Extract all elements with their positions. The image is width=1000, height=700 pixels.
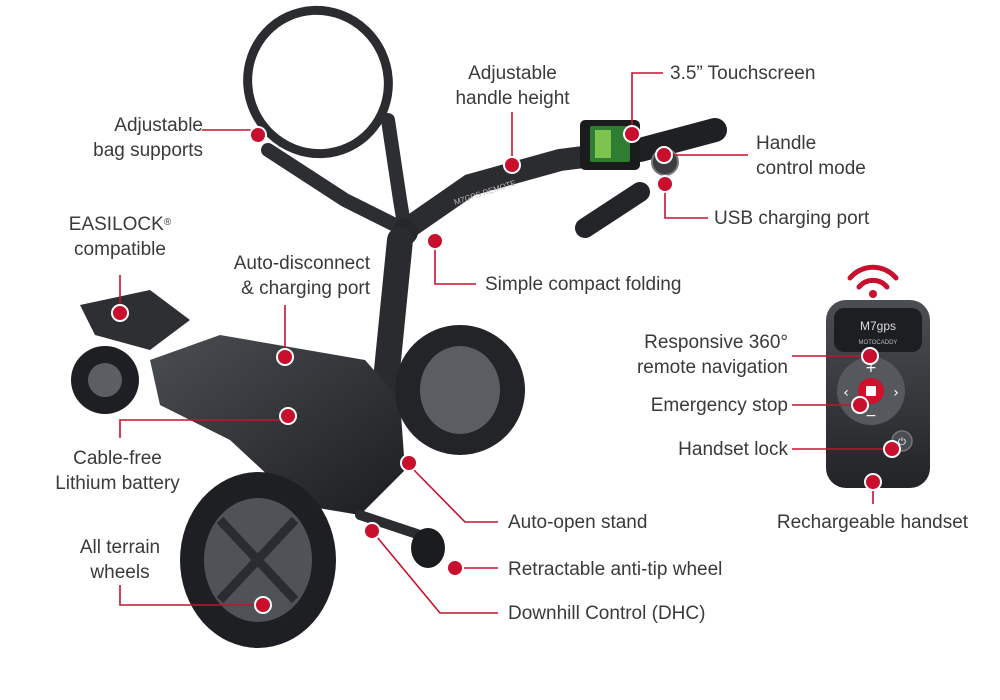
remote-handset-illustration: M7gps MOTOCADDY + − ‹ › ⏻ <box>826 264 930 488</box>
anti-tip-wheel <box>411 528 445 568</box>
power-icon: ⏻ <box>898 437 906 448</box>
leader-usb <box>664 186 708 219</box>
label-auto-open: Auto-open stand <box>508 512 648 533</box>
dpad-up-icon: + <box>865 360 877 376</box>
label-handle-height: Adjustable handle height <box>430 61 595 111</box>
dot-all-terrain <box>254 596 272 614</box>
label-easilock-line1: EASILOCK® <box>45 212 195 237</box>
label-handset-lock: Handset lock <box>678 439 788 460</box>
easilock-name: EASILOCK <box>68 214 164 235</box>
dpad-right-icon: › <box>893 385 899 401</box>
handle-trigger <box>575 182 650 238</box>
signal-dot <box>869 290 877 298</box>
dpad-left-icon: ‹ <box>843 385 849 401</box>
dot-folding <box>426 232 444 250</box>
label-remote-nav-line1: Responsive 360° <box>644 332 788 353</box>
label-all-terrain-line1: All terrain <box>79 537 161 558</box>
label-control-mode-line1: Handle <box>756 133 817 154</box>
upper-bag-support <box>243 5 393 159</box>
leader-dhc <box>371 530 498 614</box>
leader-cable-free <box>119 419 288 438</box>
label-remote-nav-line2: remote navigation <box>636 357 788 378</box>
label-folding: Simple compact folding <box>485 274 682 295</box>
label-auto-disconnect-line2: & charging port <box>241 278 370 299</box>
label-remote-nav: Responsive 360° remote navigation <box>585 330 788 380</box>
label-control-mode: Handle control mode <box>756 131 866 181</box>
remote-sub-brand: MOTOCADDY <box>859 340 898 346</box>
dot-emergency <box>851 396 869 414</box>
upper-frame <box>261 113 412 237</box>
front-wheel-hub <box>88 363 122 397</box>
label-auto-disconnect-line1: Auto-disconnect <box>233 253 370 274</box>
label-cable-free-line1: Cable-free <box>73 448 162 469</box>
dot-auto-open <box>400 454 418 472</box>
easilock-bracket <box>80 290 190 350</box>
dot-usb <box>656 175 674 193</box>
dot-rechargeable <box>864 473 882 491</box>
leader-all-terrain <box>119 585 263 606</box>
dpad-down-icon: − <box>865 408 877 424</box>
label-touchscreen: 3.5” Touchscreen <box>670 63 816 84</box>
rear-right-wheel-rim <box>420 346 500 434</box>
rear-left-wheel-spokes <box>216 516 299 604</box>
dot-dhc <box>363 522 381 540</box>
gps-map <box>595 130 611 158</box>
label-all-terrain: All terrain wheels <box>50 535 190 585</box>
label-auto-disconnect: Auto-disconnect & charging port <box>190 251 370 301</box>
label-usb: USB charging port <box>714 208 870 229</box>
label-bag-supports-line1: Adjustable <box>114 115 203 136</box>
callout-dots <box>111 125 901 614</box>
main-column <box>372 227 413 403</box>
signal-wave-outer <box>847 264 899 281</box>
dot-remote-nav <box>861 347 879 365</box>
stop-icon <box>866 386 876 396</box>
dot-handset-lock <box>883 440 901 458</box>
dot-bag-supports <box>249 126 267 144</box>
dot-control-mode <box>655 146 673 164</box>
label-emergency: Emergency stop <box>650 395 788 416</box>
dot-touchscreen <box>623 125 641 143</box>
registered-mark: ® <box>163 217 172 228</box>
dot-anti-tip <box>446 559 464 577</box>
handle-grip <box>628 118 727 162</box>
dot-handle-height <box>503 156 521 174</box>
label-handle-height-line1: Adjustable <box>468 63 557 84</box>
label-anti-tip: Retractable anti-tip wheel <box>508 559 723 580</box>
signal-wave-inner <box>856 277 890 290</box>
chassis-body <box>150 335 405 515</box>
label-control-mode-line2: control mode <box>756 158 866 179</box>
anti-tip-arm <box>355 510 425 540</box>
dot-easilock <box>111 304 129 322</box>
label-dhc: Downhill Control (DHC) <box>508 603 706 624</box>
leader-auto-open <box>410 466 498 523</box>
label-all-terrain-line2: wheels <box>90 562 150 583</box>
label-bag-supports-line2: bag supports <box>93 140 203 161</box>
label-cable-free-line2: Lithium battery <box>55 473 180 494</box>
dot-auto-disconnect <box>276 348 294 366</box>
label-rechargeable: Rechargeable handset <box>776 512 969 533</box>
dot-cable-free <box>279 407 297 425</box>
leader-touchscreen <box>631 72 663 134</box>
label-bag-supports: Adjustable bag supports <box>60 113 203 163</box>
label-cable-free: Cable-free Lithium battery <box>20 446 215 496</box>
label-easilock-line2: compatible <box>74 239 166 260</box>
golf-trolley-illustration: M7GPS REMOTE <box>71 5 727 648</box>
remote-top-panel <box>834 308 922 352</box>
remote-brand: M7gps <box>860 319 896 333</box>
leader-folding <box>434 244 476 285</box>
label-easilock: EASILOCK® compatible <box>45 212 195 262</box>
label-handle-height-line2: handle height <box>455 88 570 109</box>
